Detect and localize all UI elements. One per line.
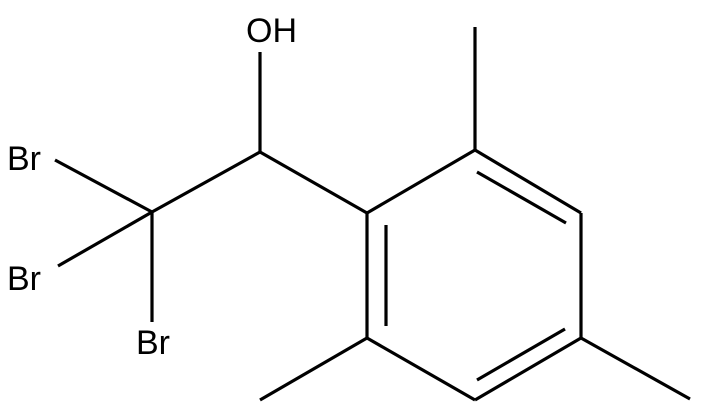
methyl-left [259,336,368,402]
ring-bond-ipso-ortho-top [366,148,476,215]
br-label-2: Br [7,260,41,298]
bond-c1-cbr3 [151,150,261,214]
ring-bond-para-meta-bottom [474,336,582,402]
br-label-1: Br [7,140,41,178]
bonds [54,27,691,402]
ring-inner-double-bottom [476,327,566,382]
br-label-3: Br [136,324,170,362]
oh-label: OH [246,12,297,50]
ring-bond-meta-bottom-ortho-bottom [366,336,476,402]
bond-c1-ipso [259,150,368,215]
ring-bond-ortho-top-meta-top [474,148,582,215]
atom-labels: OH Br Br Br [7,12,297,362]
ring-inner-double-top [476,170,567,225]
bond-c-br2 [57,210,153,268]
methyl-right [580,336,691,401]
bond-c-br1 [54,158,153,214]
